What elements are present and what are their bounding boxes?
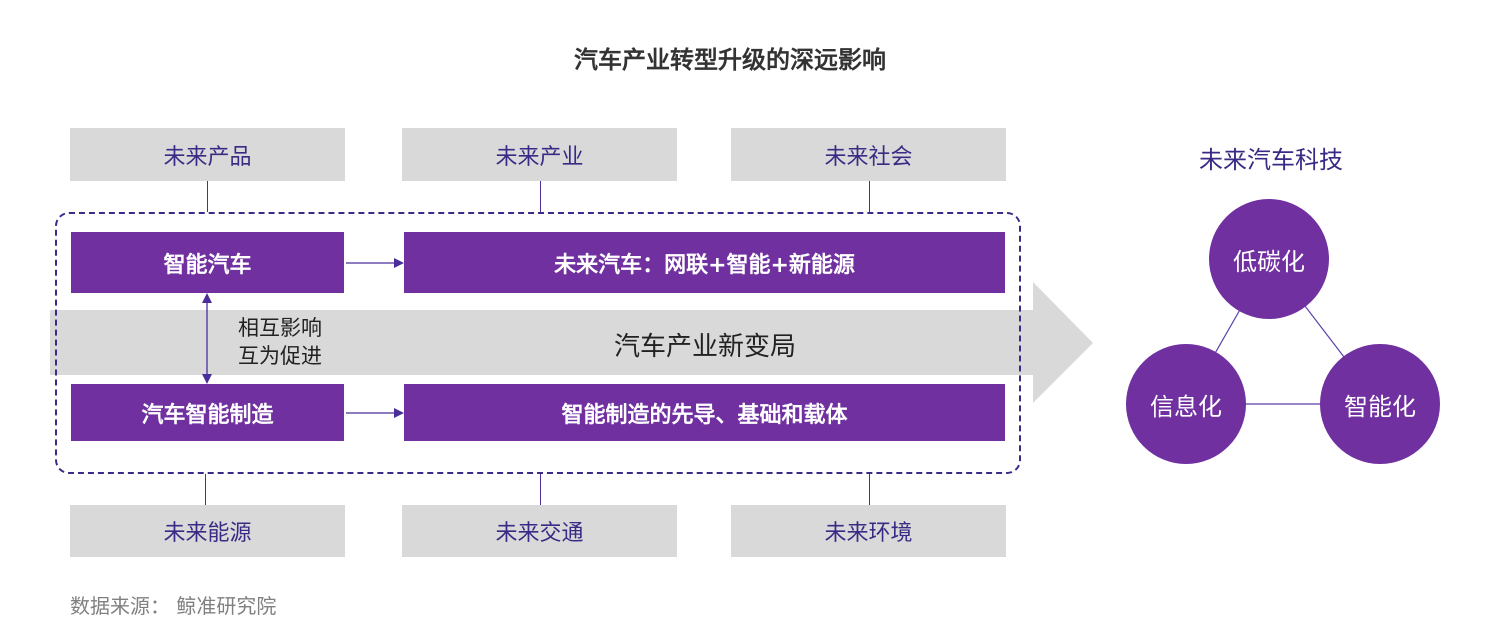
mutual-influence-label: 相互影响 互为促进 [238,314,322,370]
top-box-future-product: 未来产品 [70,128,345,181]
mutual-line-2: 互为促进 [238,344,322,368]
top-box-future-industry: 未来产业 [402,128,677,181]
big-arrow-polygon [50,282,1093,403]
top-connector-3 [869,181,870,212]
smart-car-box: 智能汽车 [71,232,344,293]
top-connector-1 [207,181,208,212]
double-arrow-icon [202,293,212,384]
manufacturing-pioneer-box: 智能制造的先导、基础和载体 [404,384,1005,441]
top-connector-2 [540,181,541,212]
row1-arrow-icon [346,258,404,268]
smart-manufacturing-box: 汽车智能制造 [71,384,344,441]
node-intelligence: 智能化 [1320,344,1440,464]
bottom-box-future-transport: 未来交通 [402,505,677,557]
bottom-connector-1 [205,474,206,505]
bottom-connector-3 [869,474,870,505]
mutual-line-1: 相互影响 [238,316,322,340]
diagram-title: 汽车产业转型升级的深远影响 [574,46,886,74]
big-arrow-label: 汽车产业新变局 [613,332,796,362]
future-car-box: 未来汽车：网联+智能+新能源 [404,232,1005,293]
data-source: 数据来源： 鲸准研究院 [70,594,277,618]
big-arrow-shape [50,282,1093,403]
bottom-connector-2 [540,474,541,505]
bottom-box-future-energy: 未来能源 [70,505,345,557]
row2-arrow-icon [346,408,404,418]
top-box-future-society: 未来社会 [731,128,1006,181]
future-tech-title: 未来汽车科技 [1199,146,1343,174]
node-low-carbon: 低碳化 [1209,199,1329,319]
dashed-frame [55,212,1021,474]
bottom-box-future-environment: 未来环境 [731,505,1006,557]
node-informatization: 信息化 [1126,344,1246,464]
